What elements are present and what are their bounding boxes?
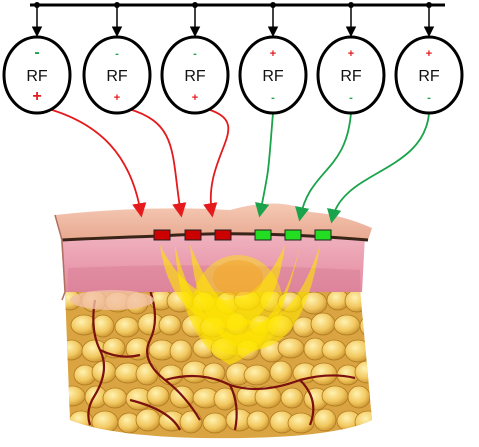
current-arrow bbox=[295, 112, 352, 222]
generator-label: RF bbox=[262, 68, 284, 85]
generator-top-sign: + bbox=[426, 48, 432, 60]
electrode-positive bbox=[214, 229, 232, 241]
generators: RF - + RF - + RF - + RF + - RF + - RF + - bbox=[2, 35, 464, 115]
fat-cell bbox=[321, 339, 347, 361]
electrodes bbox=[153, 229, 332, 241]
fat-cell bbox=[91, 410, 119, 434]
fat-cell bbox=[246, 410, 270, 432]
generator-bottom-sign: - bbox=[349, 92, 353, 104]
arrows bbox=[48, 108, 430, 224]
electrode-negative bbox=[284, 229, 302, 241]
heat-core bbox=[193, 255, 283, 355]
fat-cell bbox=[321, 385, 349, 407]
generator-label: RF bbox=[418, 68, 440, 85]
fat-cell bbox=[310, 312, 336, 336]
heat-zone-icon bbox=[160, 245, 320, 365]
fat-cell bbox=[344, 290, 370, 313]
blood-vessels bbox=[87, 289, 356, 431]
fat-cell bbox=[135, 362, 159, 386]
generator-bottom-sign: - bbox=[271, 92, 275, 104]
fat-cell bbox=[354, 360, 372, 384]
generator-top-sign: - bbox=[193, 48, 197, 60]
fat-cell bbox=[354, 410, 372, 434]
rf-generator: RF + - bbox=[316, 35, 386, 115]
generator-label: RF bbox=[106, 68, 128, 85]
fat-cell bbox=[158, 314, 182, 336]
current-arrow bbox=[327, 112, 430, 224]
fat-cell bbox=[114, 316, 140, 338]
fat-cell bbox=[347, 385, 371, 409]
fat-cell bbox=[287, 412, 315, 434]
fat-cell bbox=[333, 314, 361, 336]
heat-lobe bbox=[190, 245, 320, 350]
heat-lobe bbox=[175, 245, 300, 365]
electrode-positive bbox=[184, 229, 202, 241]
generator-bottom-sign: - bbox=[427, 92, 431, 104]
generator-circle bbox=[82, 35, 152, 115]
rf-generator: RF + - bbox=[238, 35, 308, 115]
generator-bottom-sign: + bbox=[114, 92, 120, 104]
fat-cell bbox=[179, 410, 203, 434]
generator-top-sign: - bbox=[115, 48, 119, 60]
generator-circle bbox=[160, 35, 230, 115]
fat-cell bbox=[91, 314, 115, 338]
fat-cell bbox=[310, 362, 338, 386]
fat-cell bbox=[158, 364, 184, 386]
fat-cell bbox=[169, 339, 193, 363]
generator-label: RF bbox=[184, 68, 206, 85]
generator-label: RF bbox=[26, 68, 48, 85]
generator-circle bbox=[316, 35, 386, 115]
generator-bottom-sign: + bbox=[32, 88, 41, 105]
current-arrow bbox=[203, 108, 230, 218]
fat-cell bbox=[65, 385, 86, 407]
fat-cell bbox=[243, 364, 271, 386]
bus-drops bbox=[31, 2, 435, 37]
electrode-negative bbox=[314, 229, 332, 241]
generator-label: RF bbox=[340, 68, 362, 85]
fat-cell bbox=[146, 385, 170, 407]
current-arrow bbox=[48, 108, 147, 218]
generator-top-sign: + bbox=[270, 48, 276, 60]
generator-bottom-sign: + bbox=[192, 92, 198, 104]
rf-generator: RF - + bbox=[82, 35, 152, 115]
electrode-negative bbox=[254, 229, 272, 241]
generator-circle bbox=[2, 35, 72, 115]
current-arrow bbox=[255, 112, 274, 218]
rf-generator: RF + - bbox=[394, 35, 464, 115]
fat-cell bbox=[280, 387, 304, 409]
generator-top-sign: - bbox=[34, 44, 39, 61]
heat-hotspot bbox=[213, 260, 263, 296]
fat-cell bbox=[65, 339, 84, 361]
generator-circle bbox=[394, 35, 464, 115]
fat-cell bbox=[102, 387, 128, 409]
generator-top-sign: + bbox=[348, 48, 354, 60]
generator-circle bbox=[238, 35, 308, 115]
fat-cell bbox=[277, 337, 305, 359]
fat-cell bbox=[269, 360, 293, 384]
fat-cell bbox=[313, 408, 337, 432]
fat-cell bbox=[344, 339, 372, 363]
fat-cell bbox=[202, 412, 228, 434]
fat-cell bbox=[135, 408, 161, 432]
fat-cell bbox=[359, 314, 372, 338]
rf-generator: RF - + bbox=[2, 35, 72, 115]
electrode-positive bbox=[153, 229, 171, 241]
current-arrow bbox=[128, 108, 187, 218]
rf-generator: RF - + bbox=[160, 35, 230, 115]
